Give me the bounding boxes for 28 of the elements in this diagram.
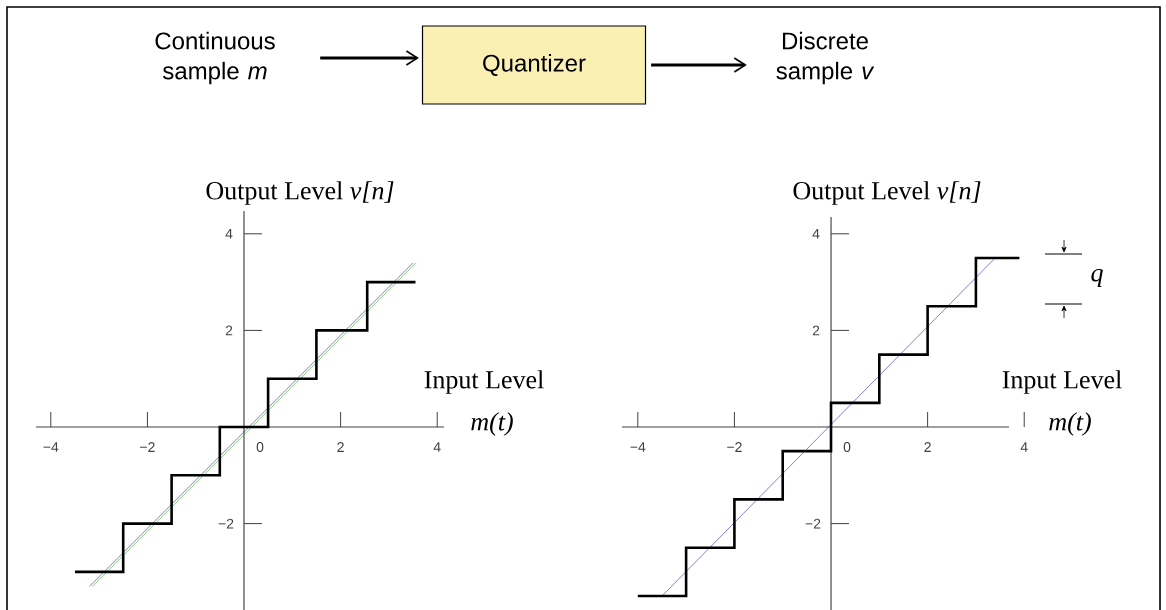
tick-label: −2 <box>140 442 155 452</box>
tick-label: −2 <box>805 518 821 529</box>
tick-label: −2 <box>727 442 742 452</box>
tick-label: 2 <box>812 325 820 336</box>
axis-title: Input Level <box>424 370 544 394</box>
tick-label: 0 <box>843 442 851 452</box>
input-label: Continuous sample m <box>155 31 275 85</box>
tick-label: 4 <box>1020 442 1028 452</box>
output-label: Discrete sample v <box>776 31 875 85</box>
tick-label: 2 <box>924 442 931 452</box>
tick-label: 2 <box>225 325 233 336</box>
axis-title: Output Level v[n] <box>793 181 981 205</box>
tick-label: −2 <box>218 518 234 529</box>
axis-title: Input Level <box>1002 370 1122 394</box>
arrow <box>651 57 747 73</box>
tick-label: 0 <box>256 442 264 452</box>
tick-label: 4 <box>812 229 820 239</box>
axis-title: m(t) <box>1049 412 1091 436</box>
axis-title: m(t) <box>471 412 513 436</box>
arrow <box>320 50 419 66</box>
dimension-label: q <box>1091 269 1103 287</box>
axis-title: Output Level v[n] <box>206 181 394 205</box>
tick-label: −4 <box>630 442 646 452</box>
tick-label: 4 <box>225 229 233 239</box>
tick-label: −4 <box>43 442 59 452</box>
tick-label: 4 <box>433 442 441 452</box>
tick-label: 2 <box>337 442 344 452</box>
process-box: Quantizer <box>421 25 647 105</box>
